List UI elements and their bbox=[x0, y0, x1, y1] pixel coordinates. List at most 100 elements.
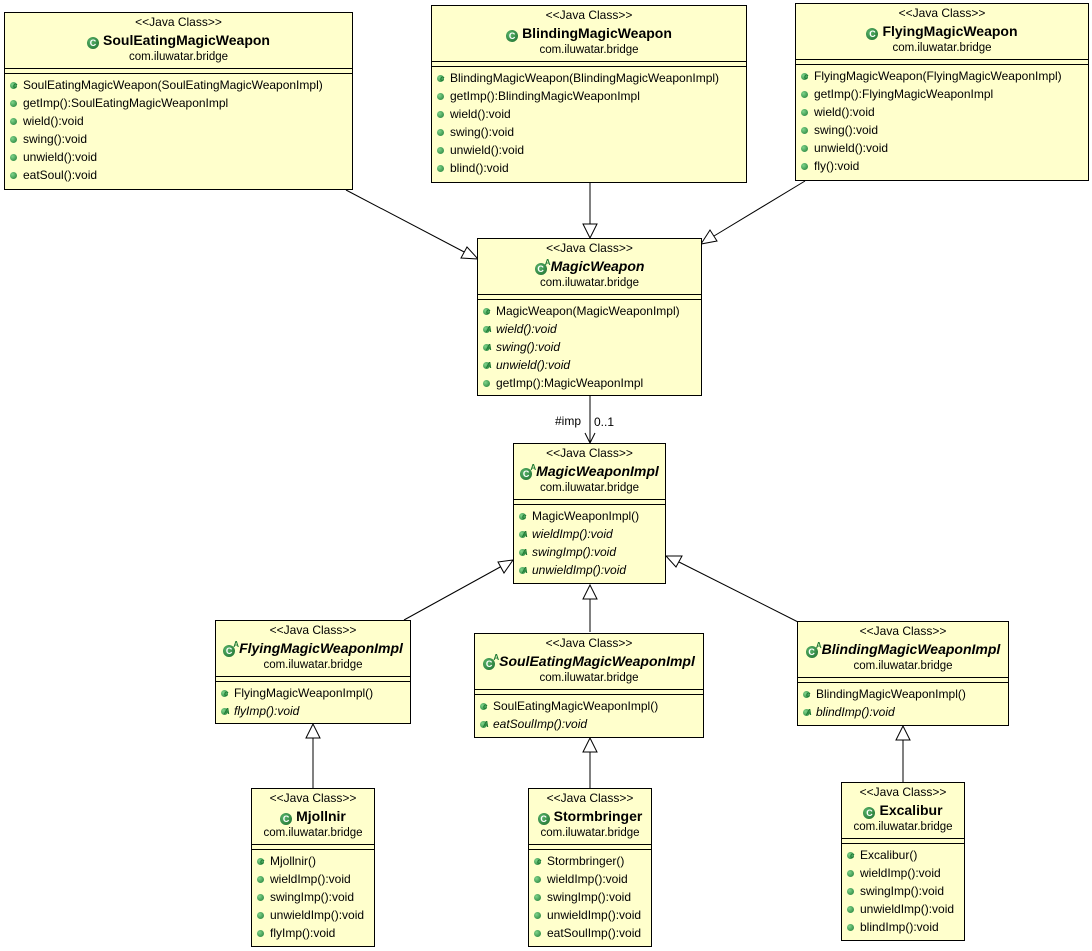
public-method-icon bbox=[437, 93, 444, 100]
abstract-method-icon: A bbox=[483, 361, 492, 370]
abstract-method-icon: A bbox=[519, 548, 528, 557]
public-method-icon bbox=[10, 118, 17, 125]
class-name: Excalibur bbox=[879, 802, 943, 818]
operation: Stormbringer() bbox=[547, 854, 625, 868]
public-method-icon bbox=[847, 906, 854, 913]
abstract-method-icon: A bbox=[483, 343, 492, 352]
package-name: com.iluwatar.bridge bbox=[853, 660, 953, 672]
operation: flyImp():void bbox=[270, 926, 336, 940]
class-icon: C bbox=[866, 28, 879, 40]
operation: wield():void bbox=[496, 322, 557, 336]
abstract-method-icon: A bbox=[519, 530, 528, 539]
association-multiplicity-label: 0..1 bbox=[594, 415, 615, 429]
constructor-icon: c bbox=[480, 702, 487, 711]
operation: wieldImp():void bbox=[547, 872, 628, 886]
operation: unwieldImp():void bbox=[860, 902, 955, 916]
operation: eatSoul():void bbox=[23, 168, 98, 182]
operation: MagicWeapon(MagicWeaponImpl) bbox=[496, 304, 680, 318]
class-name: MagicWeapon bbox=[550, 258, 645, 274]
operation: wieldImp():void bbox=[860, 866, 941, 880]
stereotype: <<Java Class>> bbox=[859, 785, 947, 799]
operation: eatSoulImp():void bbox=[547, 926, 642, 940]
class-name: FlyingMagicWeaponImpl bbox=[239, 640, 403, 656]
stereotype: <<Java Class>> bbox=[898, 6, 986, 20]
public-method-icon bbox=[257, 876, 264, 883]
operation: unwield():void bbox=[23, 150, 98, 164]
constructor-icon: c bbox=[221, 689, 228, 698]
operation: BlindingMagicWeaponImpl() bbox=[816, 687, 966, 701]
class-name: BlindingMagicWeapon bbox=[522, 25, 672, 41]
edge-soul-to-magicweapon bbox=[345, 189, 469, 255]
abstract-method-icon: A bbox=[480, 720, 489, 729]
operation: getImp():SoulEatingMagicWeaponImpl bbox=[23, 96, 229, 110]
arrowhead-soulimpl bbox=[582, 736, 598, 753]
operation: BlindingMagicWeapon(BlindingMagicWeaponI… bbox=[450, 71, 720, 85]
class-name: BlindingMagicWeaponImpl bbox=[821, 641, 1001, 657]
operation: wield():void bbox=[450, 107, 511, 121]
operation: getImp():MagicWeaponImpl bbox=[496, 376, 644, 390]
arrowhead-impl-3 bbox=[664, 555, 683, 568]
package-name: com.iluwatar.bridge bbox=[539, 672, 639, 684]
stereotype: <<Java Class>> bbox=[545, 636, 633, 650]
operation: Excalibur() bbox=[860, 848, 918, 862]
operation: getImp():BlindingMagicWeaponImpl bbox=[450, 89, 640, 103]
class-icon: C bbox=[87, 37, 99, 49]
operation: flyImp():void bbox=[234, 704, 300, 718]
public-method-icon bbox=[10, 172, 17, 179]
arrowhead-magicweapon-3 bbox=[699, 229, 718, 245]
operation: eatSoulImp():void bbox=[493, 717, 588, 731]
public-method-icon bbox=[801, 91, 808, 98]
public-method-icon bbox=[801, 163, 808, 170]
operation: getImp():FlyingMagicWeaponImpl bbox=[814, 87, 994, 101]
package-name: com.iluwatar.bridge bbox=[540, 827, 640, 839]
operation: SoulEatingMagicWeaponImpl() bbox=[493, 699, 659, 713]
public-method-icon bbox=[437, 129, 444, 136]
stereotype: <<Java Class>> bbox=[859, 624, 947, 638]
operation: wieldImp():void bbox=[532, 527, 613, 541]
public-method-icon bbox=[257, 894, 264, 901]
public-method-icon bbox=[437, 165, 444, 172]
public-method-icon bbox=[801, 145, 808, 152]
class-icon: C bbox=[280, 813, 293, 825]
public-method-icon bbox=[10, 100, 17, 107]
constructor-icon: c bbox=[10, 81, 17, 90]
operation: swingImp():void bbox=[532, 545, 617, 559]
class-name: SoulEatingMagicWeaponImpl bbox=[499, 653, 695, 669]
package-name: com.iluwatar.bridge bbox=[128, 51, 229, 63]
public-method-icon bbox=[847, 888, 854, 895]
public-method-icon bbox=[534, 930, 541, 937]
operation: wield():void bbox=[814, 105, 875, 119]
class-icon: C bbox=[863, 807, 876, 819]
package-name: com.iluwatar.bridge bbox=[539, 277, 640, 289]
arrowhead-magicweapon-2 bbox=[582, 223, 598, 240]
package-name: com.iluwatar.bridge bbox=[892, 42, 992, 54]
constructor-icon: c bbox=[483, 307, 490, 316]
class-name: FlyingMagicWeapon bbox=[882, 23, 1018, 39]
edge-flyingimpl-to-impl bbox=[403, 565, 503, 621]
public-method-icon bbox=[801, 127, 808, 134]
class-name: Mjollnir bbox=[296, 808, 346, 824]
operation: unwield():void bbox=[496, 358, 571, 372]
public-method-icon bbox=[534, 876, 541, 883]
operation: wieldImp():void bbox=[270, 872, 351, 886]
operation: swingImp():void bbox=[547, 890, 632, 904]
operation: swingImp():void bbox=[860, 884, 945, 898]
arrowhead-impl-2 bbox=[582, 583, 598, 600]
operation: unwieldImp():void bbox=[547, 908, 642, 922]
abstract-method-icon: A bbox=[519, 566, 528, 575]
